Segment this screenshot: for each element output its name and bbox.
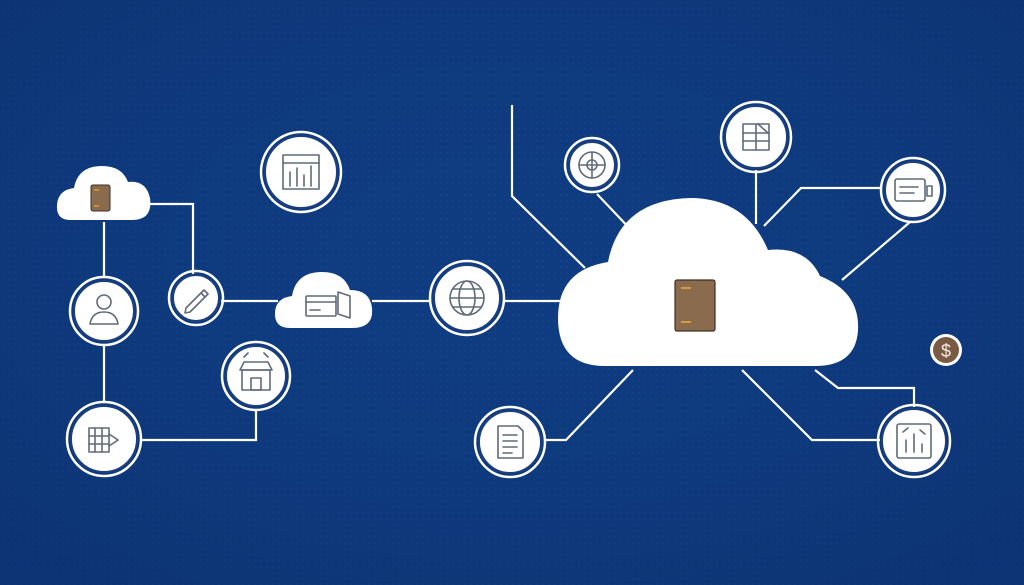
dashboard-node (65, 400, 143, 478)
user-node (68, 275, 140, 347)
card-node (879, 156, 947, 224)
main-cloud (558, 198, 859, 366)
bar-chart-icon (282, 154, 320, 190)
analytics-icon (896, 423, 932, 459)
connector-dashboard-to-store (142, 410, 258, 442)
connector-analytics-b (814, 369, 916, 407)
analytics-node (876, 403, 952, 479)
connector-top-line (510, 105, 586, 269)
connector-card-lower (841, 221, 911, 281)
compass-icon (578, 151, 606, 179)
mid-cloud (274, 272, 373, 328)
connector-document (545, 369, 634, 442)
pen-node (167, 269, 225, 327)
spreadsheet-icon (742, 123, 770, 151)
connector-lines (102, 105, 916, 442)
connector-cloud-to-pen (150, 202, 195, 274)
globe-icon (449, 280, 485, 316)
document-node (473, 405, 547, 479)
connector-card-top (763, 186, 880, 227)
store-node (220, 340, 292, 412)
server-icon (90, 184, 111, 212)
pencil-icon (184, 289, 209, 314)
document-icon (497, 425, 524, 459)
storefront-icon (239, 352, 273, 391)
dollar-coin-icon: $ (941, 341, 951, 361)
connector-analytics-a (741, 369, 880, 442)
user-icon (89, 294, 119, 325)
card-icon (894, 178, 933, 202)
compass-node (563, 136, 621, 194)
dashboard-icon (88, 427, 119, 453)
table-node (719, 100, 793, 174)
credit-card-icon (305, 291, 351, 319)
globe-node (428, 259, 506, 337)
server-icon (674, 279, 716, 332)
small-cloud (56, 166, 151, 220)
chart-node (259, 130, 343, 214)
coin-node: $ (930, 334, 962, 366)
